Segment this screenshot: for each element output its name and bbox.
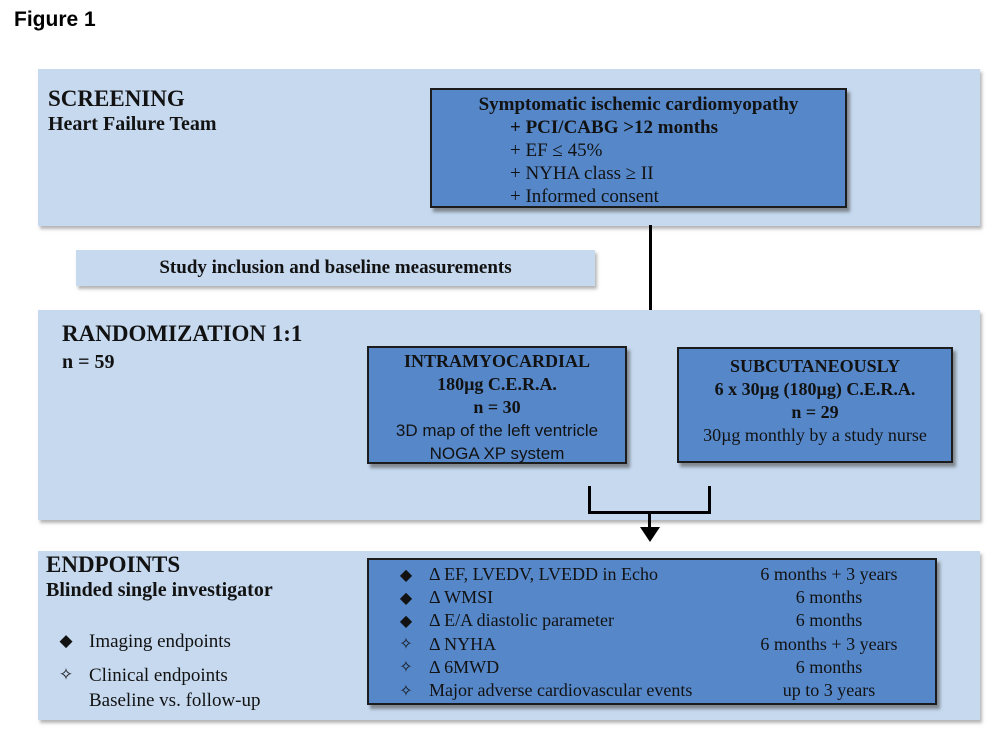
merge-arrowhead <box>640 527 660 542</box>
screening-band: SCREENING Heart Failure Team Symptomatic… <box>38 69 980 226</box>
arm-title: INTRAMYOCARDIAL <box>403 351 590 371</box>
endpoints-box: ◆ Δ EF, LVEDV, LVEDD in Echo 6 months + … <box>367 558 937 705</box>
open-diamond-icon: ✧ <box>399 659 413 677</box>
endpoint-time: 6 months <box>795 610 863 631</box>
arm-detail: 30µg monthly by a study nurse <box>703 425 927 445</box>
endpoint-row: ◆ Δ E/A diastolic parameter 6 months <box>369 609 935 632</box>
arm-n: n = 30 <box>473 397 521 417</box>
inclusion-banner: Study inclusion and baseline measurement… <box>76 250 595 286</box>
endpoint-row: ◆ Δ WMSI 6 months <box>369 586 935 609</box>
endpoint-time: 6 months + 3 years <box>760 633 898 654</box>
randomization-band: RANDOMIZATION 1:1 n = 59 INTRAMYOCARDIAL… <box>38 310 980 520</box>
merge-arrow-left-riser <box>588 486 591 514</box>
merge-arrow-right-riser <box>708 486 711 514</box>
endpoint-label: Δ E/A diastolic parameter <box>429 610 615 631</box>
endpoint-time: 6 months + 3 years <box>760 564 898 585</box>
endpoint-label: Δ EF, LVEDV, LVEDD in Echo <box>429 564 658 585</box>
endpoint-label: Δ 6MWD <box>429 656 500 677</box>
randomization-title: RANDOMIZATION 1:1 <box>62 321 303 346</box>
legend-item-imaging: ◆ Imaging endpoints <box>55 631 231 653</box>
endpoint-time: up to 3 years <box>782 680 876 701</box>
merge-arrow-stem <box>648 511 651 529</box>
arm-n: n = 29 <box>791 402 839 422</box>
screening-subtitle: Heart Failure Team <box>48 113 217 135</box>
arm-detail: NOGA XP system <box>429 444 565 463</box>
criteria-item: + PCI/CABG >12 months <box>510 117 718 138</box>
legend-note: Baseline vs. follow-up <box>89 690 261 711</box>
open-diamond-icon: ✧ <box>58 665 74 684</box>
open-diamond-icon: ✧ <box>399 682 413 700</box>
split-arrow-stem <box>649 225 652 317</box>
endpoint-label: Δ NYHA <box>429 633 497 654</box>
endpoint-label: Δ WMSI <box>429 587 494 608</box>
figure-label: Figure 1 <box>14 8 96 31</box>
endpoints-subtitle: Blinded single investigator <box>46 579 273 601</box>
filled-diamond-icon: ◆ <box>399 589 413 607</box>
arm-detail: 3D map of the left ventricle <box>395 421 599 440</box>
endpoint-row: ✧ Major adverse cardiovascular events up… <box>369 679 935 702</box>
filled-diamond-icon: ◆ <box>399 566 413 584</box>
open-diamond-icon: ✧ <box>399 636 413 654</box>
criteria-item: + NYHA class ≥ II <box>510 163 654 184</box>
endpoint-row: ✧ Δ 6MWD 6 months <box>369 656 935 679</box>
legend-item-clinical: ✧ Clinical endpoints <box>55 665 228 687</box>
filled-diamond-icon: ◆ <box>399 612 413 630</box>
endpoint-row: ◆ Δ EF, LVEDV, LVEDD in Echo 6 months + … <box>369 563 935 586</box>
arm-dose: 6 x 30µg (180µg) C.E.R.A. <box>714 379 916 399</box>
randomization-subtitle: n = 59 <box>62 351 115 373</box>
legend-label: Imaging endpoints <box>89 631 231 652</box>
endpoints-title: ENDPOINTS <box>46 552 181 577</box>
arm-dose: 180µg C.E.R.A. <box>437 374 557 394</box>
screening-criteria-box: Symptomatic ischemic cardiomyopathy + PC… <box>430 88 847 208</box>
filled-diamond-icon: ◆ <box>59 631 73 650</box>
endpoint-time: 6 months <box>795 656 863 677</box>
endpoint-label: Major adverse cardiovascular events <box>429 680 693 701</box>
arm-title: SUBCUTANEOUSLY <box>729 356 901 376</box>
intramyocardial-arm-box: INTRAMYOCARDIAL 180µg C.E.R.A. n = 30 3D… <box>367 346 627 464</box>
endpoint-time: 6 months <box>795 587 863 608</box>
screening-title: SCREENING <box>48 86 185 111</box>
endpoints-band: ENDPOINTS Blinded single investigator ◆ … <box>38 551 980 720</box>
legend-label: Clinical endpoints <box>89 665 228 686</box>
criteria-heading: Symptomatic ischemic cardiomyopathy <box>478 94 799 115</box>
criteria-item: + Informed consent <box>510 186 659 207</box>
subcutaneous-arm-box: SUBCUTANEOUSLY 6 x 30µg (180µg) C.E.R.A.… <box>677 347 953 463</box>
criteria-item: + EF ≤ 45% <box>510 140 603 161</box>
endpoint-row: ✧ Δ NYHA 6 months + 3 years <box>369 633 935 656</box>
inclusion-banner-label: Study inclusion and baseline measurement… <box>159 257 512 278</box>
